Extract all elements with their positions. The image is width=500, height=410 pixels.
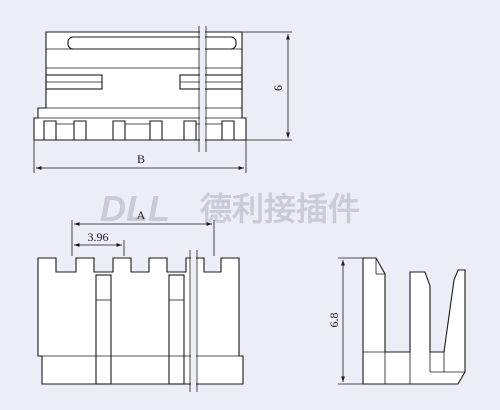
- front-view-slot-1: [95, 274, 112, 385]
- watermark-brand: DLL: [100, 188, 170, 229]
- front-view-slot-2: [168, 274, 185, 385]
- watermark-brand-cn: 德利接插件: [200, 190, 360, 228]
- dimension-pitch-label: 3.96: [88, 230, 109, 244]
- side-view: [362, 257, 466, 385]
- dimension-height-side: 6.8: [327, 257, 363, 385]
- dimension-pitch-a-label: A: [137, 208, 146, 222]
- dimension-height-top: 6: [242, 31, 292, 141]
- top-view-contact-windows: [43, 120, 235, 140]
- watermark: DLL 德利接插件: [100, 188, 360, 229]
- dimension-pitch: 3.96: [74, 230, 125, 256]
- dimension-width-b-label: B: [137, 152, 145, 166]
- dimension-pitch-a: A: [71, 208, 215, 256]
- dimension-height-side-label: 6.8: [327, 313, 341, 328]
- top-view: [33, 26, 247, 152]
- dimension-width-b: B: [33, 140, 247, 173]
- dimension-height-top-label: 6: [271, 85, 285, 91]
- front-view: [37, 250, 244, 392]
- front-view-outline: [37, 257, 244, 385]
- side-view-outline: [362, 257, 466, 385]
